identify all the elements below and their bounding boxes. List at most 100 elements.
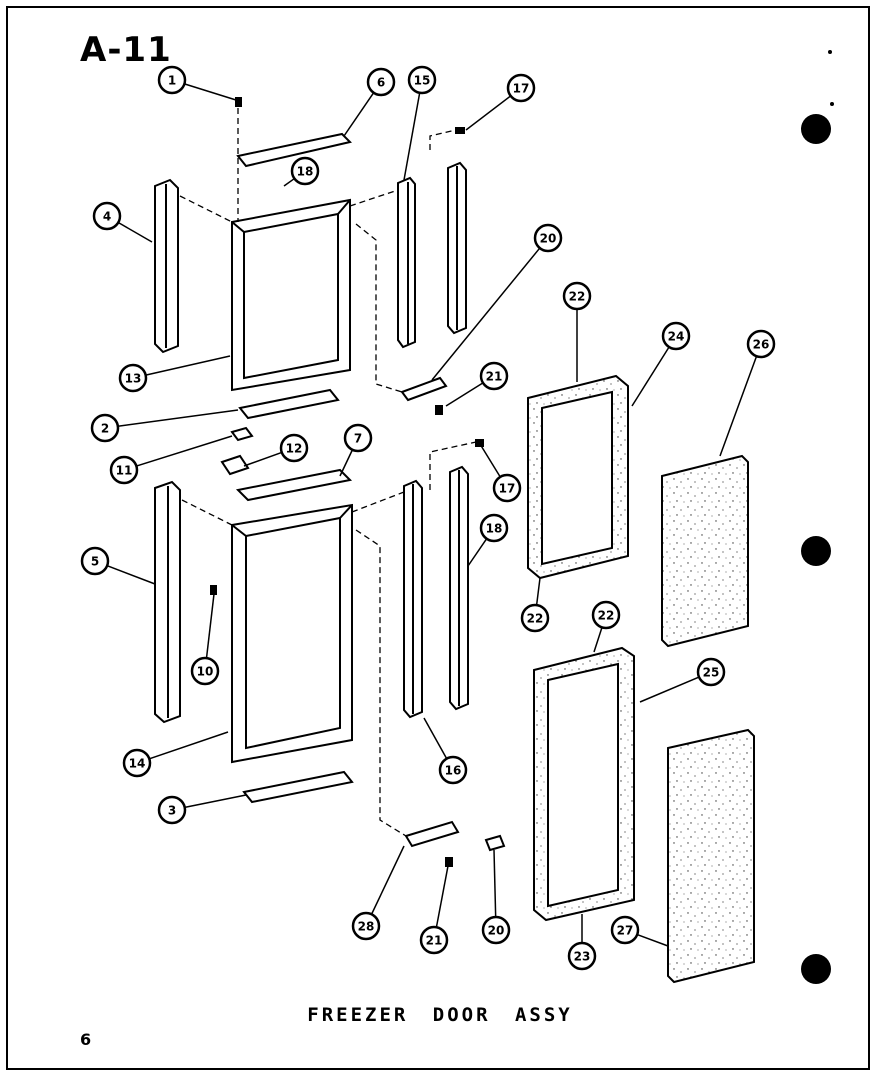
callout-bubble bbox=[92, 201, 122, 231]
callout-17: 17 bbox=[465, 73, 536, 131]
callout-bubble bbox=[520, 603, 550, 633]
callout-26: 26 bbox=[719, 329, 776, 457]
callout-label: 2 bbox=[101, 422, 109, 436]
callout-label: 11 bbox=[116, 464, 133, 478]
callout-1: 1 bbox=[157, 65, 237, 101]
callout-bubble bbox=[661, 321, 691, 351]
leader-line bbox=[479, 443, 501, 478]
callout-bubble bbox=[157, 65, 187, 95]
callout-22: 22 bbox=[591, 600, 621, 653]
callout-bubble bbox=[696, 657, 726, 687]
callout-21: 21 bbox=[419, 865, 449, 955]
callout-label: 17 bbox=[513, 82, 530, 96]
callout-bubble bbox=[109, 455, 139, 485]
leader-line bbox=[403, 92, 421, 181]
callout-bubble bbox=[481, 915, 511, 945]
leader-line bbox=[431, 247, 541, 381]
leader-line bbox=[184, 83, 237, 101]
callout-bubble bbox=[479, 513, 509, 543]
leader-line bbox=[467, 538, 488, 567]
callout-7: 7 bbox=[339, 423, 373, 477]
callout-12: 12 bbox=[243, 433, 309, 467]
callout-bubble bbox=[366, 67, 396, 97]
leader-line bbox=[493, 849, 497, 918]
callout-label: 15 bbox=[414, 74, 431, 88]
callout-label: 18 bbox=[486, 522, 503, 536]
callout-label: 27 bbox=[617, 924, 634, 938]
callout-label: 3 bbox=[168, 804, 176, 818]
callout-label: 6 bbox=[377, 76, 385, 90]
callout-16: 16 bbox=[423, 717, 468, 785]
callout-4: 4 bbox=[92, 201, 153, 243]
callout-22: 22 bbox=[520, 577, 550, 633]
callout-label: 25 bbox=[703, 666, 720, 680]
callout-bubble bbox=[610, 915, 640, 945]
callout-24: 24 bbox=[631, 321, 691, 407]
leader-line bbox=[106, 564, 156, 585]
callout-20: 20 bbox=[481, 849, 511, 945]
callout-bubble bbox=[419, 925, 449, 955]
callout-21: 21 bbox=[445, 361, 509, 407]
callout-bubble bbox=[567, 941, 597, 971]
leader-line bbox=[636, 933, 669, 947]
callout-bubble bbox=[157, 795, 187, 825]
middle-small-parts bbox=[220, 426, 484, 502]
leader-line bbox=[343, 92, 375, 137]
leader-line bbox=[639, 676, 700, 703]
callout-label: 14 bbox=[129, 757, 146, 771]
callout-label: 17 bbox=[499, 482, 516, 496]
callout-10: 10 bbox=[190, 593, 220, 686]
callout-bubble bbox=[343, 423, 373, 453]
leader-line bbox=[719, 355, 758, 457]
callout-2: 2 bbox=[90, 409, 239, 443]
callout-18: 18 bbox=[283, 156, 320, 187]
leader-line bbox=[435, 865, 449, 928]
callout-label: 23 bbox=[574, 950, 591, 964]
callout-label: 24 bbox=[668, 330, 685, 344]
callout-label: 13 bbox=[125, 372, 142, 386]
callout-label: 22 bbox=[598, 609, 615, 623]
callout-bubble bbox=[479, 361, 509, 391]
callout-label: 7 bbox=[354, 432, 362, 446]
callout-bubble bbox=[533, 223, 563, 253]
leader-line bbox=[205, 593, 215, 659]
callout-3: 3 bbox=[157, 794, 247, 825]
leader-line bbox=[370, 845, 405, 915]
callout-label: 5 bbox=[91, 555, 99, 569]
leader-line bbox=[593, 627, 603, 653]
leader-line bbox=[535, 577, 541, 606]
diagram-caption: FREEZER DOOR ASSY bbox=[307, 1004, 573, 1026]
callout-27: 27 bbox=[610, 915, 669, 947]
leader-line bbox=[339, 449, 354, 477]
callout-label: 21 bbox=[486, 370, 503, 384]
callout-23: 23 bbox=[567, 914, 597, 971]
callout-bubble bbox=[438, 755, 468, 785]
callout-17: 17 bbox=[479, 443, 522, 503]
page-number: 6 bbox=[80, 1030, 92, 1049]
leader-line bbox=[465, 95, 512, 131]
callout-20: 20 bbox=[431, 223, 563, 381]
callout-bubble bbox=[80, 546, 110, 576]
leader-line bbox=[423, 717, 448, 760]
callout-bubble bbox=[118, 363, 148, 393]
lower-door-frame bbox=[154, 441, 506, 867]
callout-11: 11 bbox=[109, 435, 233, 485]
callout-bubble bbox=[279, 433, 309, 463]
callout-label: 22 bbox=[569, 290, 586, 304]
callout-label: 18 bbox=[297, 165, 314, 179]
callout-14: 14 bbox=[122, 731, 229, 778]
page-border bbox=[6, 6, 870, 1070]
callout-bubble bbox=[90, 413, 120, 443]
leader-line bbox=[136, 435, 233, 467]
callout-bubble bbox=[122, 748, 152, 778]
callout-15: 15 bbox=[403, 65, 437, 181]
callout-28: 28 bbox=[351, 845, 405, 941]
page-id: A-11 bbox=[80, 30, 172, 70]
callout-label: 22 bbox=[527, 612, 544, 626]
callout-bubble bbox=[562, 281, 592, 311]
callout-label: 12 bbox=[286, 442, 303, 456]
callout-bubble bbox=[407, 65, 437, 95]
right-liner-frames bbox=[527, 374, 755, 984]
callout-label: 28 bbox=[358, 920, 375, 934]
